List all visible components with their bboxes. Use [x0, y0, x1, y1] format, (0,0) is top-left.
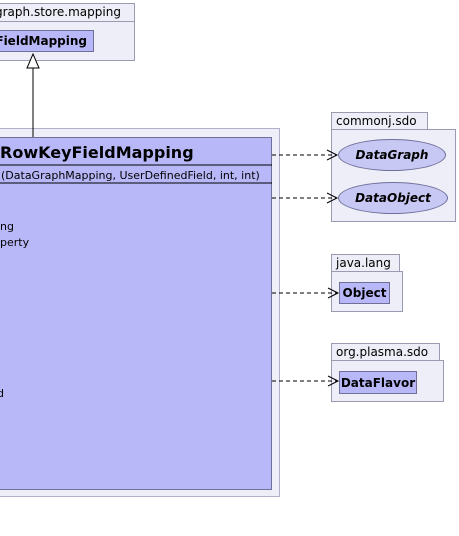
dependency-object	[272, 287, 340, 299]
class-data-flavor[interactable]: DataFlavor	[339, 371, 417, 394]
interface-data-graph[interactable]: DataGraph	[338, 139, 446, 171]
dependency-data-graph	[272, 149, 339, 161]
generalization-arrowhead	[26, 52, 40, 69]
class-field-mapping[interactable]: FieldMapping	[0, 30, 94, 52]
dependency-data-flavor	[272, 375, 340, 387]
attribute-fragment-3: d	[0, 387, 4, 400]
class-title: RowKeyFieldMapping	[0, 143, 194, 162]
attribute-fragment-1: ng	[0, 220, 14, 233]
attribute-fragment-2: perty	[0, 236, 30, 249]
class-row-key-field-mapping[interactable]	[0, 137, 272, 490]
dependency-data-object	[272, 192, 339, 204]
constructor-signature: (DataGraphMapping, UserDefinedField, int…	[1, 169, 260, 182]
package-tab-java-lang: java.lang	[331, 254, 400, 272]
class-object[interactable]: Object	[339, 282, 390, 304]
interface-data-object[interactable]: DataObject	[338, 182, 448, 214]
